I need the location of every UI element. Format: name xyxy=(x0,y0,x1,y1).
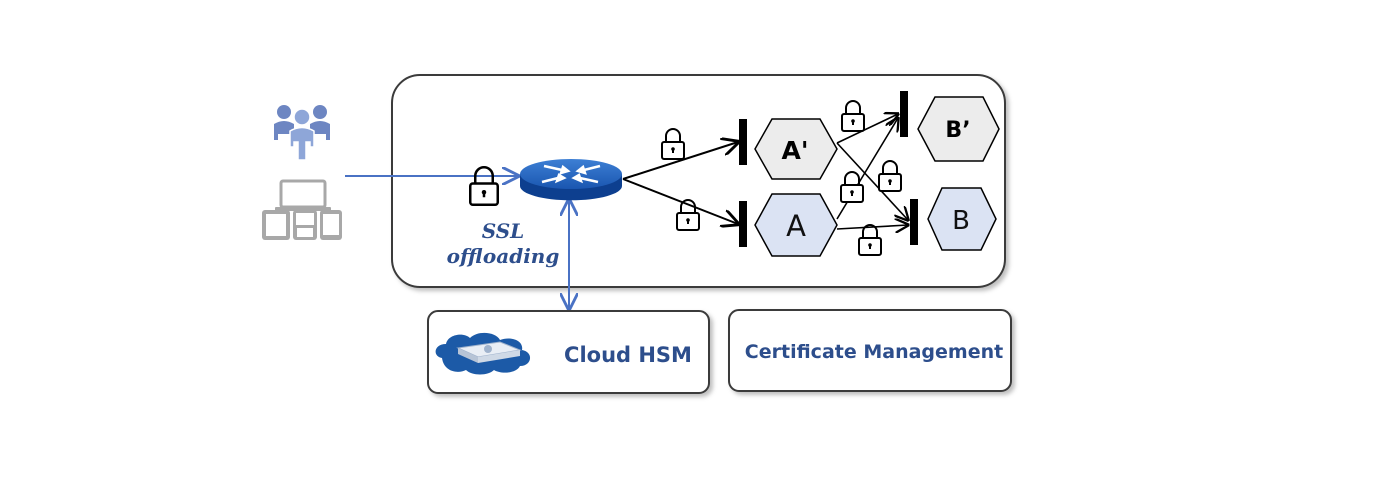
node-b-prime-port xyxy=(900,91,908,137)
ssl-label-line1: SSL xyxy=(482,219,525,243)
node-a xyxy=(754,193,838,257)
node-a-label: A xyxy=(786,209,806,243)
certificate-management-label: Certificate Management xyxy=(745,341,1003,363)
node-b xyxy=(927,187,997,251)
cloud-hsm-box xyxy=(427,310,710,394)
users-icon xyxy=(274,105,330,161)
node-a-prime-label: A' xyxy=(781,136,808,165)
node-a-prime-port xyxy=(739,119,747,165)
node-b-prime xyxy=(917,96,1000,162)
node-b-label: B xyxy=(952,206,970,236)
node-a-port xyxy=(739,201,747,247)
cloud-hsm-icon xyxy=(435,332,531,375)
node-a-prime xyxy=(754,118,838,180)
node-b-port xyxy=(910,199,918,245)
node-b-prime-label: B’ xyxy=(945,118,970,143)
ssl-label-line2: offloading xyxy=(447,244,560,268)
router-icon xyxy=(520,159,622,201)
devices-icon xyxy=(262,179,342,240)
certificate-management-box xyxy=(728,309,1012,392)
cloud-hsm-label: Cloud HSM xyxy=(564,343,692,367)
